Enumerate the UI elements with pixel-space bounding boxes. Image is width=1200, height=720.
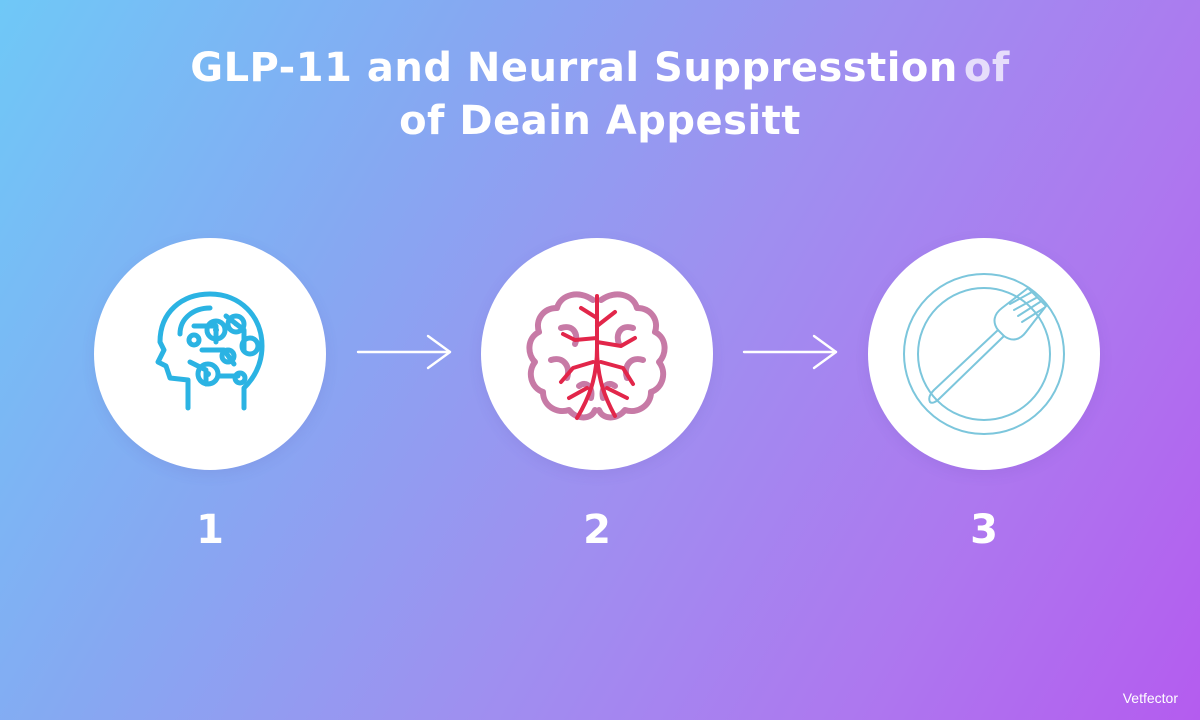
step-1-number: 1 (196, 507, 224, 553)
step-2-circle (481, 238, 713, 470)
title-line-1: GLP-11 and Neurral Suppresstion (190, 45, 958, 91)
watermark: Vetfector (1122, 690, 1178, 706)
step-3-circle (868, 238, 1100, 470)
title-line-1-suffix: of (963, 45, 1010, 91)
step-3-number: 3 (970, 507, 998, 553)
step-1-circle (94, 238, 326, 470)
brain-icon (526, 291, 668, 421)
title-line-2: of Deain Appesitt (399, 98, 801, 144)
arrow-right-icon (742, 334, 838, 370)
plate-fork-icon (903, 273, 1065, 435)
arrow-right-icon (356, 334, 452, 370)
head-neural-network-icon (155, 291, 265, 411)
step-2-number: 2 (583, 507, 611, 553)
